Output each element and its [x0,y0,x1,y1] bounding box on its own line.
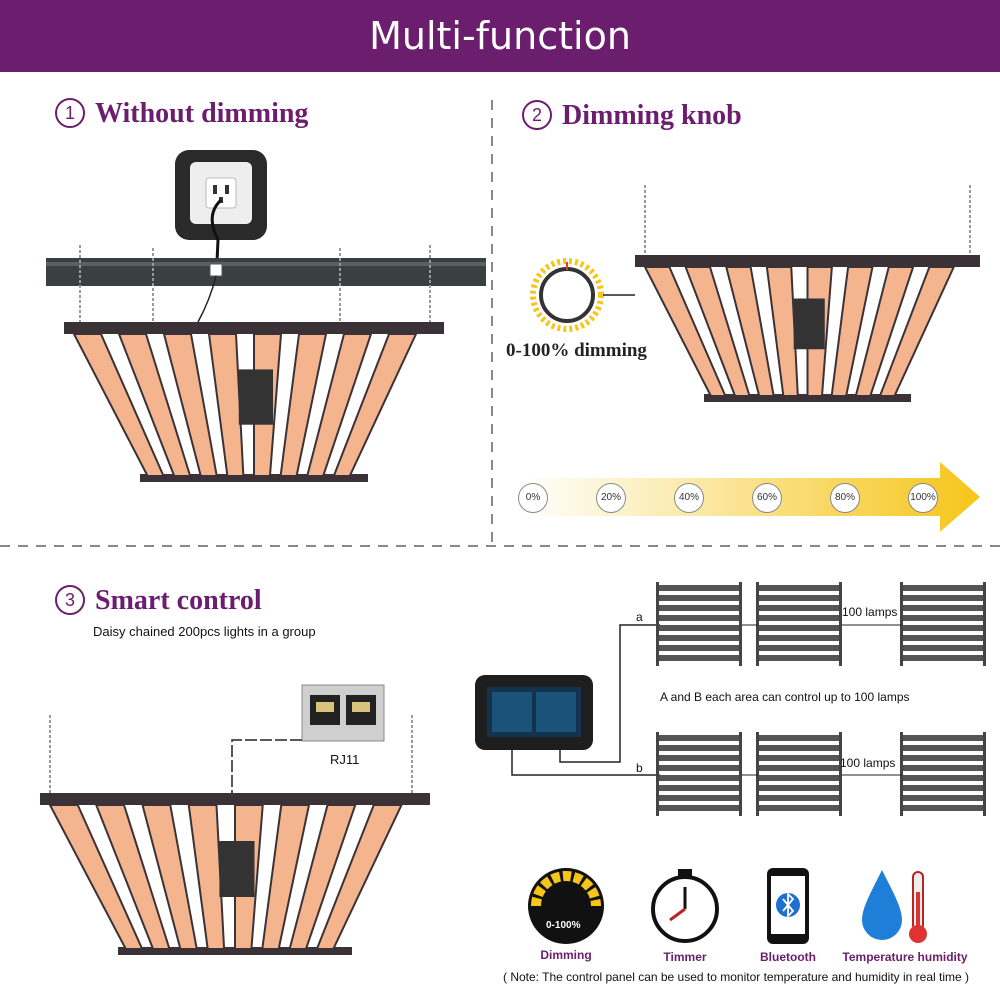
dimming-knob-icon [530,258,604,332]
feature-icons [528,868,927,944]
section-1-number: 1 [55,98,85,128]
temperature-humidity-icon [862,870,927,943]
feature-bluetooth-label: Bluetooth [760,950,816,964]
rj11-label: RJ11 [330,752,360,767]
section-2-title: 2 Dimming knob [522,100,742,132]
branch-a-label: a [636,610,643,624]
wall-outlet-icon [175,150,267,263]
branch-b-label: b [636,761,643,775]
rj11-port-icon [301,684,385,742]
section-3-number: 3 [55,585,85,615]
dimming-knob-illustration [520,185,980,532]
banner-title: Multi-function [369,14,631,58]
controller-device-icon [475,675,593,750]
section-2-label: Dimming knob [562,100,742,131]
dim-level-100: 100% [908,483,938,513]
dim-level-0: 0% [518,483,548,513]
bluetooth-phone-icon [767,868,809,944]
grow-light-fixture-3 [40,793,430,955]
section-3-title: 3 Smart control [55,585,262,617]
section-3-label: Smart control [95,585,262,616]
feature-temp-humidity-label: Temperature humidity [842,950,968,964]
feature-timer-label: Timmer [663,950,707,964]
stopwatch-icon [651,869,719,943]
knob-caption: 0-100% dimming [506,340,647,361]
smart-control-illustration [40,684,430,955]
mounting-rail [46,258,486,323]
feature-dimming-label: Dimming [540,948,592,962]
lamps-count-b: 100 lamps [840,756,896,770]
grow-light-fixture-1 [64,322,444,482]
no-dimming-illustration [46,150,486,482]
dim-level-40: 40% [674,483,704,513]
grow-light-fixture-2 [635,255,980,402]
dim-level-60: 60% [752,483,782,513]
dimming-gradient-arrow [520,462,980,532]
dimming-gauge-icon [528,868,604,944]
controller-diagram [475,582,986,816]
area-note: A and B each area can control up to 100 … [660,690,910,704]
section-2-number: 2 [522,100,552,130]
section-1-label: Without dimming [95,98,309,129]
lamps-count-a: 100 lamps [842,605,898,619]
section-1-title: 1 Without dimming [55,98,308,130]
dim-level-80: 80% [830,483,860,513]
dim-level-20: 20% [596,483,626,513]
footer-note: ( Note: The control panel can be used to… [503,970,970,984]
section-3-subtitle: Daisy chained 200pcs lights in a group [93,624,316,639]
banner [0,0,1000,72]
dimming-badge: 0-100% [546,920,581,931]
